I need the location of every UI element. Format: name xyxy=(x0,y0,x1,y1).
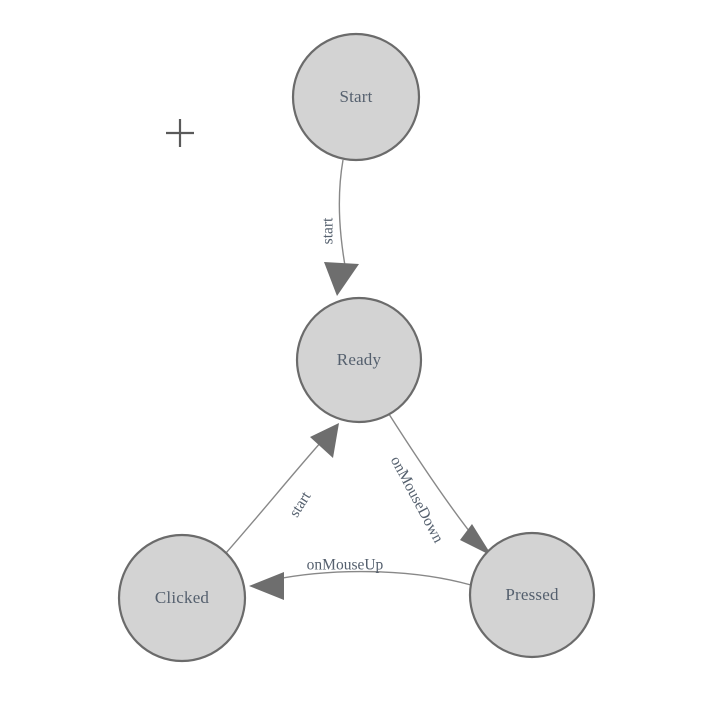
arrowhead-into-clicked-from-pressed xyxy=(249,572,284,600)
edge-path-ready-to-pressed xyxy=(386,410,478,542)
edge-label-start-to-ready: start xyxy=(320,217,337,244)
node-ready-circle xyxy=(295,296,423,424)
edge-start-to-ready[interactable] xyxy=(324,159,359,296)
edge-clicked-to-ready[interactable] xyxy=(225,423,339,554)
node-pressed-circle xyxy=(468,531,596,659)
edge-label-clicked-to-ready: start xyxy=(286,488,315,520)
node-ready[interactable]: Ready xyxy=(295,296,423,424)
node-pressed-label: Pressed xyxy=(505,585,559,604)
node-start[interactable]: Start xyxy=(291,32,421,162)
edge-label-pressed-to-clicked: onMouseUp xyxy=(307,557,384,574)
node-clicked-circle xyxy=(117,533,247,663)
edge-ready-to-pressed[interactable] xyxy=(386,410,492,556)
node-clicked-label: Clicked xyxy=(155,588,210,607)
node-start-circle xyxy=(291,32,421,162)
plus-marker[interactable] xyxy=(166,119,194,147)
node-start-label: Start xyxy=(339,87,372,106)
edge-label-ready-to-pressed: onMouseDown xyxy=(387,453,447,546)
node-ready-label: Ready xyxy=(337,350,382,369)
arrowhead-into-ready-from-clicked xyxy=(310,423,339,458)
arrowhead-into-ready-from-start xyxy=(324,262,359,296)
edge-pressed-to-clicked[interactable] xyxy=(249,570,472,600)
edge-path-clicked-to-ready xyxy=(225,440,323,554)
edge-path-start-to-ready xyxy=(338,159,348,278)
node-pressed[interactable]: Pressed xyxy=(468,531,596,659)
edge-path-pressed-to-clicked xyxy=(271,570,472,586)
arrowhead-into-pressed-from-ready xyxy=(460,524,492,556)
node-clicked[interactable]: Clicked xyxy=(117,533,247,663)
